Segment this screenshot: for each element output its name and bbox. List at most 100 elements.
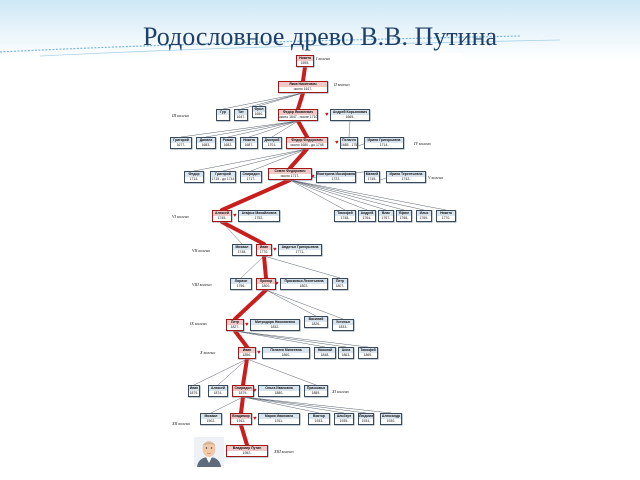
person-years: 1826- — [311, 321, 321, 326]
person-years: 1714- — [189, 176, 199, 181]
slide-title: Родословное древо В.В. Путина — [142, 22, 498, 51]
connector-p06-p09 — [205, 120, 299, 138]
connector-p19-p27 — [289, 179, 387, 211]
connector-p02-p06 — [296, 91, 305, 111]
person-name: Устинья — [333, 320, 353, 325]
marriage-heart-icon: ♥ — [245, 322, 249, 328]
connector-p06-p13 — [296, 119, 309, 139]
connector-p35-p40 — [265, 289, 317, 317]
person-years: 1683- — [201, 142, 211, 147]
person-name: Матвей — [365, 172, 379, 177]
person-name: Владимир Путин — [227, 446, 267, 451]
connector-p02-p03 — [222, 92, 304, 110]
person-years: 1889- — [311, 390, 321, 395]
person-years: 1714- — [379, 142, 389, 147]
connector-p32-p34 — [240, 255, 265, 279]
person-name: Федор — [185, 172, 203, 177]
person-name: Федор Федорович — [287, 138, 327, 143]
putin-portrait-icon — [194, 437, 224, 467]
person-name: Людмила — [359, 414, 374, 419]
person-years: 1879- — [189, 390, 199, 395]
connector-p49-p55 — [242, 396, 320, 414]
person-name: Михаил — [233, 245, 251, 250]
person-name: Семен Федорович — [269, 169, 311, 174]
person-name: Фрол — [253, 107, 265, 112]
person-name: Василий — [305, 317, 327, 322]
person-years: 1952- — [242, 450, 252, 455]
person-years: 1745- — [367, 176, 377, 181]
person-years: 1770- — [259, 249, 269, 254]
marriage-heart-icon: ♥ — [335, 140, 339, 146]
person-name: Алексей — [213, 211, 231, 216]
person-years: 1879- — [238, 390, 248, 395]
person-name: Григорий — [171, 138, 191, 143]
person-years: 1832- — [270, 324, 280, 329]
person-years: 1935- — [339, 418, 349, 423]
generation-label-13: XIII колено — [274, 449, 294, 454]
person-years: 1880- — [274, 390, 284, 395]
connector-p01-p02 — [301, 65, 307, 83]
person-years: 1933- — [314, 418, 324, 423]
person-name: Петр — [333, 279, 347, 284]
marriage-heart-icon: ♥ — [273, 247, 277, 253]
person-name: Никита — [437, 211, 455, 216]
person-name: Роман — [221, 138, 235, 143]
person-name: Иван — [257, 245, 271, 250]
person-name: Ольга Ивановна — [259, 386, 299, 391]
person-years: 1800- — [261, 283, 271, 288]
person-years: 1682- — [223, 142, 233, 147]
person-years: 1860- — [281, 352, 291, 357]
connector-p23-p32 — [220, 220, 266, 246]
person-name: Андрей Кирьянович — [331, 110, 369, 115]
connector-p53-p60 — [239, 423, 249, 447]
generation-label-12: XII колено — [172, 421, 191, 426]
person-years: 1767- — [381, 215, 391, 220]
family-tree: I колено II колено III колено IV колено … — [168, 53, 462, 467]
generation-label-8: VIII колено — [192, 282, 212, 287]
person-years: около 1717- — [280, 173, 300, 178]
person-name: Екатерина Иосифовна — [317, 172, 355, 177]
person-name: Ларион — [231, 279, 251, 284]
person-name: Спиридон — [233, 386, 253, 391]
connector-p38-p44 — [234, 330, 326, 348]
person-name: Владимир — [231, 414, 251, 419]
generation-label-3: III колено — [172, 113, 189, 118]
person-name: Александр — [381, 414, 401, 419]
person-years: 1595- — [300, 60, 310, 65]
connector-p38-p45 — [234, 330, 347, 348]
person-years: 1748- — [340, 215, 350, 220]
person-years: 1827- — [230, 324, 240, 329]
connector-p42-p47 — [193, 358, 248, 386]
person-years: 1722- — [331, 176, 341, 181]
connector-p38-p42 — [233, 329, 249, 349]
generation-label-6: VI колено — [172, 214, 189, 219]
person-name: Гур — [217, 110, 229, 115]
connector-p35-p38 — [233, 288, 268, 321]
